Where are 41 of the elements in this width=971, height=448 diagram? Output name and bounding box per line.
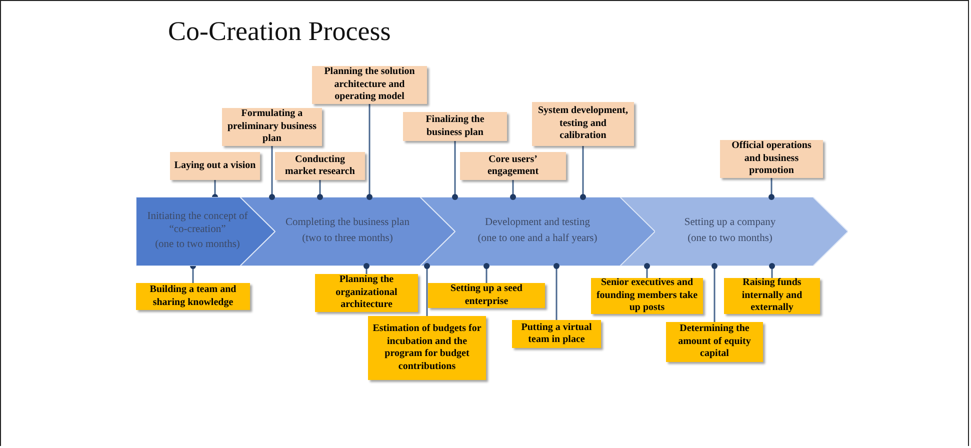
leader-line <box>712 263 718 322</box>
callout-box: Planning the solution architecture and operating model <box>312 66 427 104</box>
callout-box: Official operations and business promotion <box>720 140 823 178</box>
leader-line <box>366 104 372 200</box>
phase-duration: (one to one and a half years) <box>478 233 598 246</box>
leader-line <box>212 180 218 200</box>
callout-box: Laying out a vision <box>170 152 260 180</box>
leader-line <box>768 178 774 200</box>
callout-box: Raising funds internally and externally <box>724 278 820 314</box>
callout-box: Formulating a preliminary business plan <box>222 108 322 146</box>
leader-line <box>510 180 516 200</box>
leader-line <box>554 263 560 320</box>
leader-line <box>769 263 775 278</box>
callout-box: Planning the organizational architecture <box>315 274 418 312</box>
leader-line <box>269 146 275 200</box>
leader-line <box>484 263 490 283</box>
callout-box: Building a team and sharing knowledge <box>136 283 250 310</box>
title: Co-Creation Process <box>168 16 391 47</box>
callout-box: Setting up a seed enterprise <box>428 283 545 308</box>
callout-box: Determining the amount of equity capital <box>666 322 763 362</box>
leader-line <box>317 180 323 200</box>
callout-box: Core users’ engagement <box>460 152 566 180</box>
phase-title: Completing the business plan <box>286 217 410 230</box>
callout-box: Senior executives and founding members take up posts <box>591 278 703 314</box>
leader-line <box>644 263 650 278</box>
callout-box: Finalizing the business plan <box>403 112 507 141</box>
phase-title: Development and testing <box>485 217 590 230</box>
phase-duration: (one to two months) <box>688 233 772 246</box>
phase-title: Setting up a company <box>684 217 776 230</box>
callout-box: Putting a virtual team in place <box>512 320 601 348</box>
phase-duration: (two to three months) <box>302 233 393 246</box>
leader-line <box>364 263 370 274</box>
callout-box: Estimation of budgets for incubation and the program for budget contributions <box>368 316 486 380</box>
phase-duration: (one to two months) <box>155 239 240 252</box>
leader-line <box>580 146 586 200</box>
leader-line <box>190 263 196 283</box>
leader-line <box>424 263 430 316</box>
leader-line <box>452 141 458 200</box>
phase-title: Initiating the concept of “co-creation” <box>146 211 249 236</box>
callout-box: System development, testing and calibration <box>532 102 634 146</box>
callout-box: Conducting market research <box>275 152 365 180</box>
